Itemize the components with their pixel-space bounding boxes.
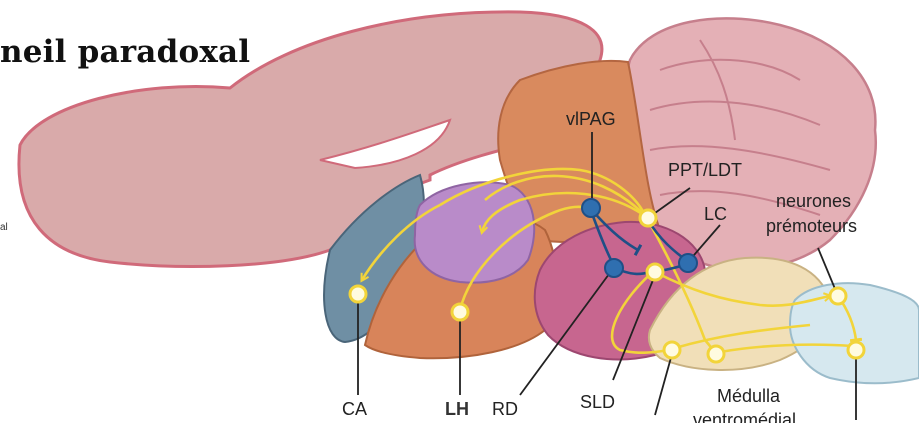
node-medulla-a: [664, 342, 680, 358]
label-premoteurs: prémoteurs: [766, 216, 857, 236]
node-lc: [679, 254, 697, 272]
label-lc: LC: [704, 204, 727, 224]
node-medulla-b: [708, 346, 724, 362]
node-premotor: [830, 288, 846, 304]
node-ca: [350, 286, 366, 302]
node-rd: [605, 259, 623, 277]
label-neurones: neurones: [776, 191, 851, 211]
node-vlpag: [582, 199, 600, 217]
node-ppt-ldt: [640, 210, 656, 226]
label-rd: RD: [492, 399, 518, 419]
label-lh: LH: [445, 399, 469, 419]
label-sld: SLD: [580, 392, 615, 412]
label-vlpag: vlPAG: [566, 109, 616, 129]
label-ca: CA: [342, 399, 367, 419]
node-spinal: [848, 342, 864, 358]
label-ventromedial: ventromédial: [693, 410, 796, 423]
label-ppt-ldt: PPT/LDT: [668, 160, 742, 180]
node-sld: [647, 264, 663, 280]
node-lh: [452, 304, 468, 320]
label-medulla: Médulla: [717, 386, 781, 406]
